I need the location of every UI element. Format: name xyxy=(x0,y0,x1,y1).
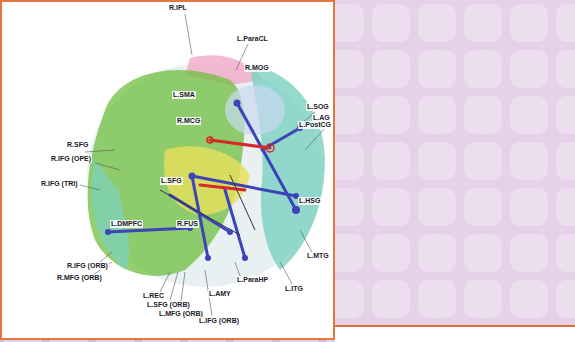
region-label: R.MOG xyxy=(244,64,270,72)
region-label: L.SFG xyxy=(160,177,183,185)
region-label: L.MTG xyxy=(306,252,330,260)
accent-line xyxy=(335,325,575,327)
region-label: L.IFG (ORB) xyxy=(198,317,240,325)
region-label: L.AG xyxy=(312,114,331,122)
region-label: L.ParaCL xyxy=(236,35,269,43)
region-label: L.ITG xyxy=(284,285,304,293)
region-label: L.AMY xyxy=(208,290,232,298)
leader-lines xyxy=(80,14,325,316)
region-label: L.SOG xyxy=(306,103,330,111)
region-label: R.IPL xyxy=(168,4,188,12)
region-label: R.IFG (TRI) xyxy=(40,180,79,188)
connection-lines-red xyxy=(200,140,270,190)
thin-connections xyxy=(160,175,255,235)
occipital-region xyxy=(225,85,285,135)
region-label: R.FUS xyxy=(176,220,199,228)
region-label: L.REC xyxy=(142,292,165,300)
connection-lines xyxy=(108,103,300,258)
background-glow xyxy=(335,0,575,342)
region-rings xyxy=(207,137,274,152)
region-label: R.MFG (ORB) xyxy=(56,274,103,282)
region-label: L.DMPFC xyxy=(110,220,143,228)
region-label: L.PostCG xyxy=(298,121,332,129)
region-dots xyxy=(105,100,303,262)
orbital-region xyxy=(91,160,129,270)
region-label: L.SFG (ORB) xyxy=(146,301,191,309)
figure-frame xyxy=(1,1,334,339)
region-label: R.IFG (OPE) xyxy=(50,155,92,163)
region-label: R.SFG xyxy=(66,141,89,149)
region-label: R.IFG (ORB) xyxy=(66,262,109,270)
region-label: R.MCG xyxy=(176,117,201,125)
region-label: L.SMA xyxy=(172,91,196,99)
bottom-band xyxy=(335,327,575,342)
region-label: L.ParaHP xyxy=(236,276,269,284)
region-label: L.HSG xyxy=(298,197,321,205)
